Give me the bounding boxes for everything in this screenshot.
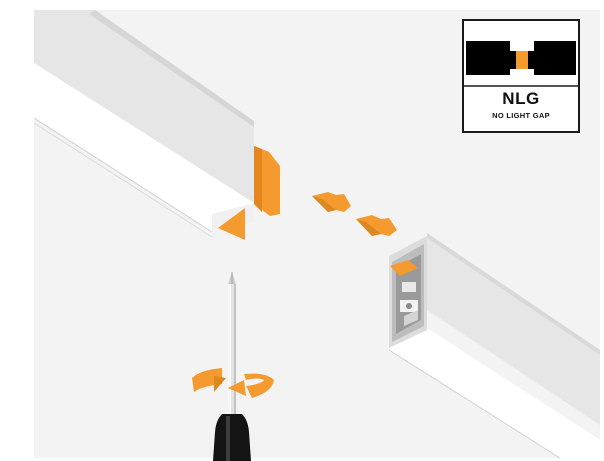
badge-title: NLG (464, 89, 578, 109)
badge-subtitle: NO LIGHT GAP (464, 111, 578, 120)
no-light-gap-icon (464, 21, 578, 87)
nlg-badge: NLG NO LIGHT GAP (462, 19, 580, 133)
